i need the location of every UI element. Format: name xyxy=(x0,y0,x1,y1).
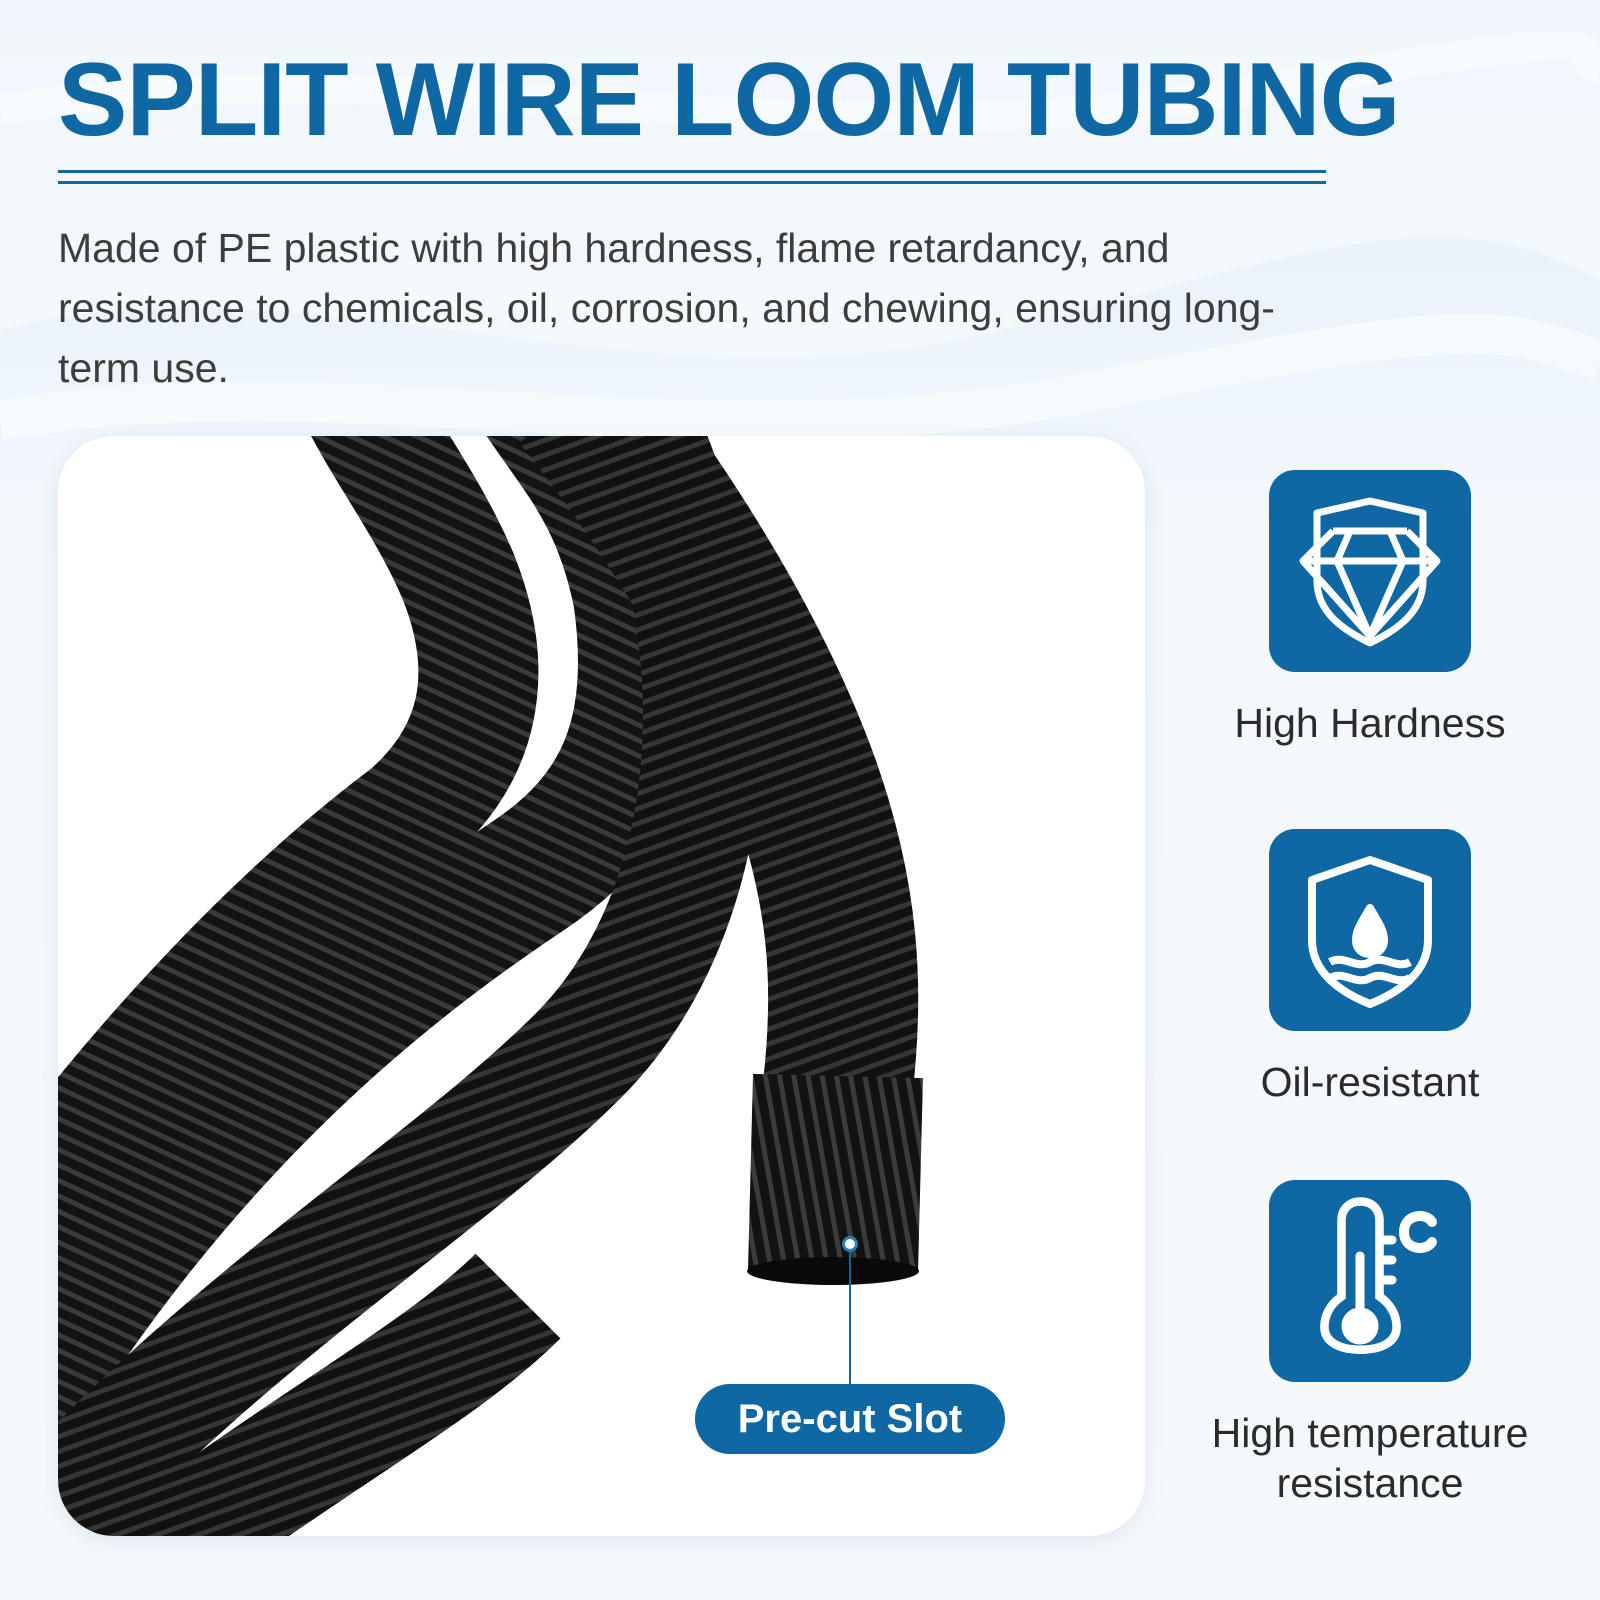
feature-label: High Hardness xyxy=(1234,700,1506,746)
feature-high-temperature: High temperature resistance xyxy=(1170,1180,1570,1508)
pre-cut-slot-callout: Pre-cut Slot xyxy=(695,1384,1005,1454)
split-loom-tube-image xyxy=(58,436,923,1536)
diamond-shield-icon xyxy=(1269,470,1471,672)
feature-label: Oil-resistant xyxy=(1260,1059,1480,1105)
thermometer-celsius-icon xyxy=(1269,1180,1471,1382)
droplet-shield-icon xyxy=(1269,829,1471,1031)
title-underline xyxy=(58,170,1326,184)
callout-leader-line xyxy=(849,1252,851,1386)
feature-oil-resistant: Oil-resistant xyxy=(1170,829,1570,1107)
feature-label: High temperature resistance xyxy=(1211,1410,1529,1506)
product-description: Made of PE plastic with high hardness, f… xyxy=(58,225,1275,391)
slot-marker-dot xyxy=(842,1236,858,1252)
product-image-card xyxy=(58,436,1145,1536)
feature-high-hardness: High Hardness xyxy=(1170,470,1570,748)
page-title: SPLIT WIRE LOOM TUBING xyxy=(58,42,1400,158)
